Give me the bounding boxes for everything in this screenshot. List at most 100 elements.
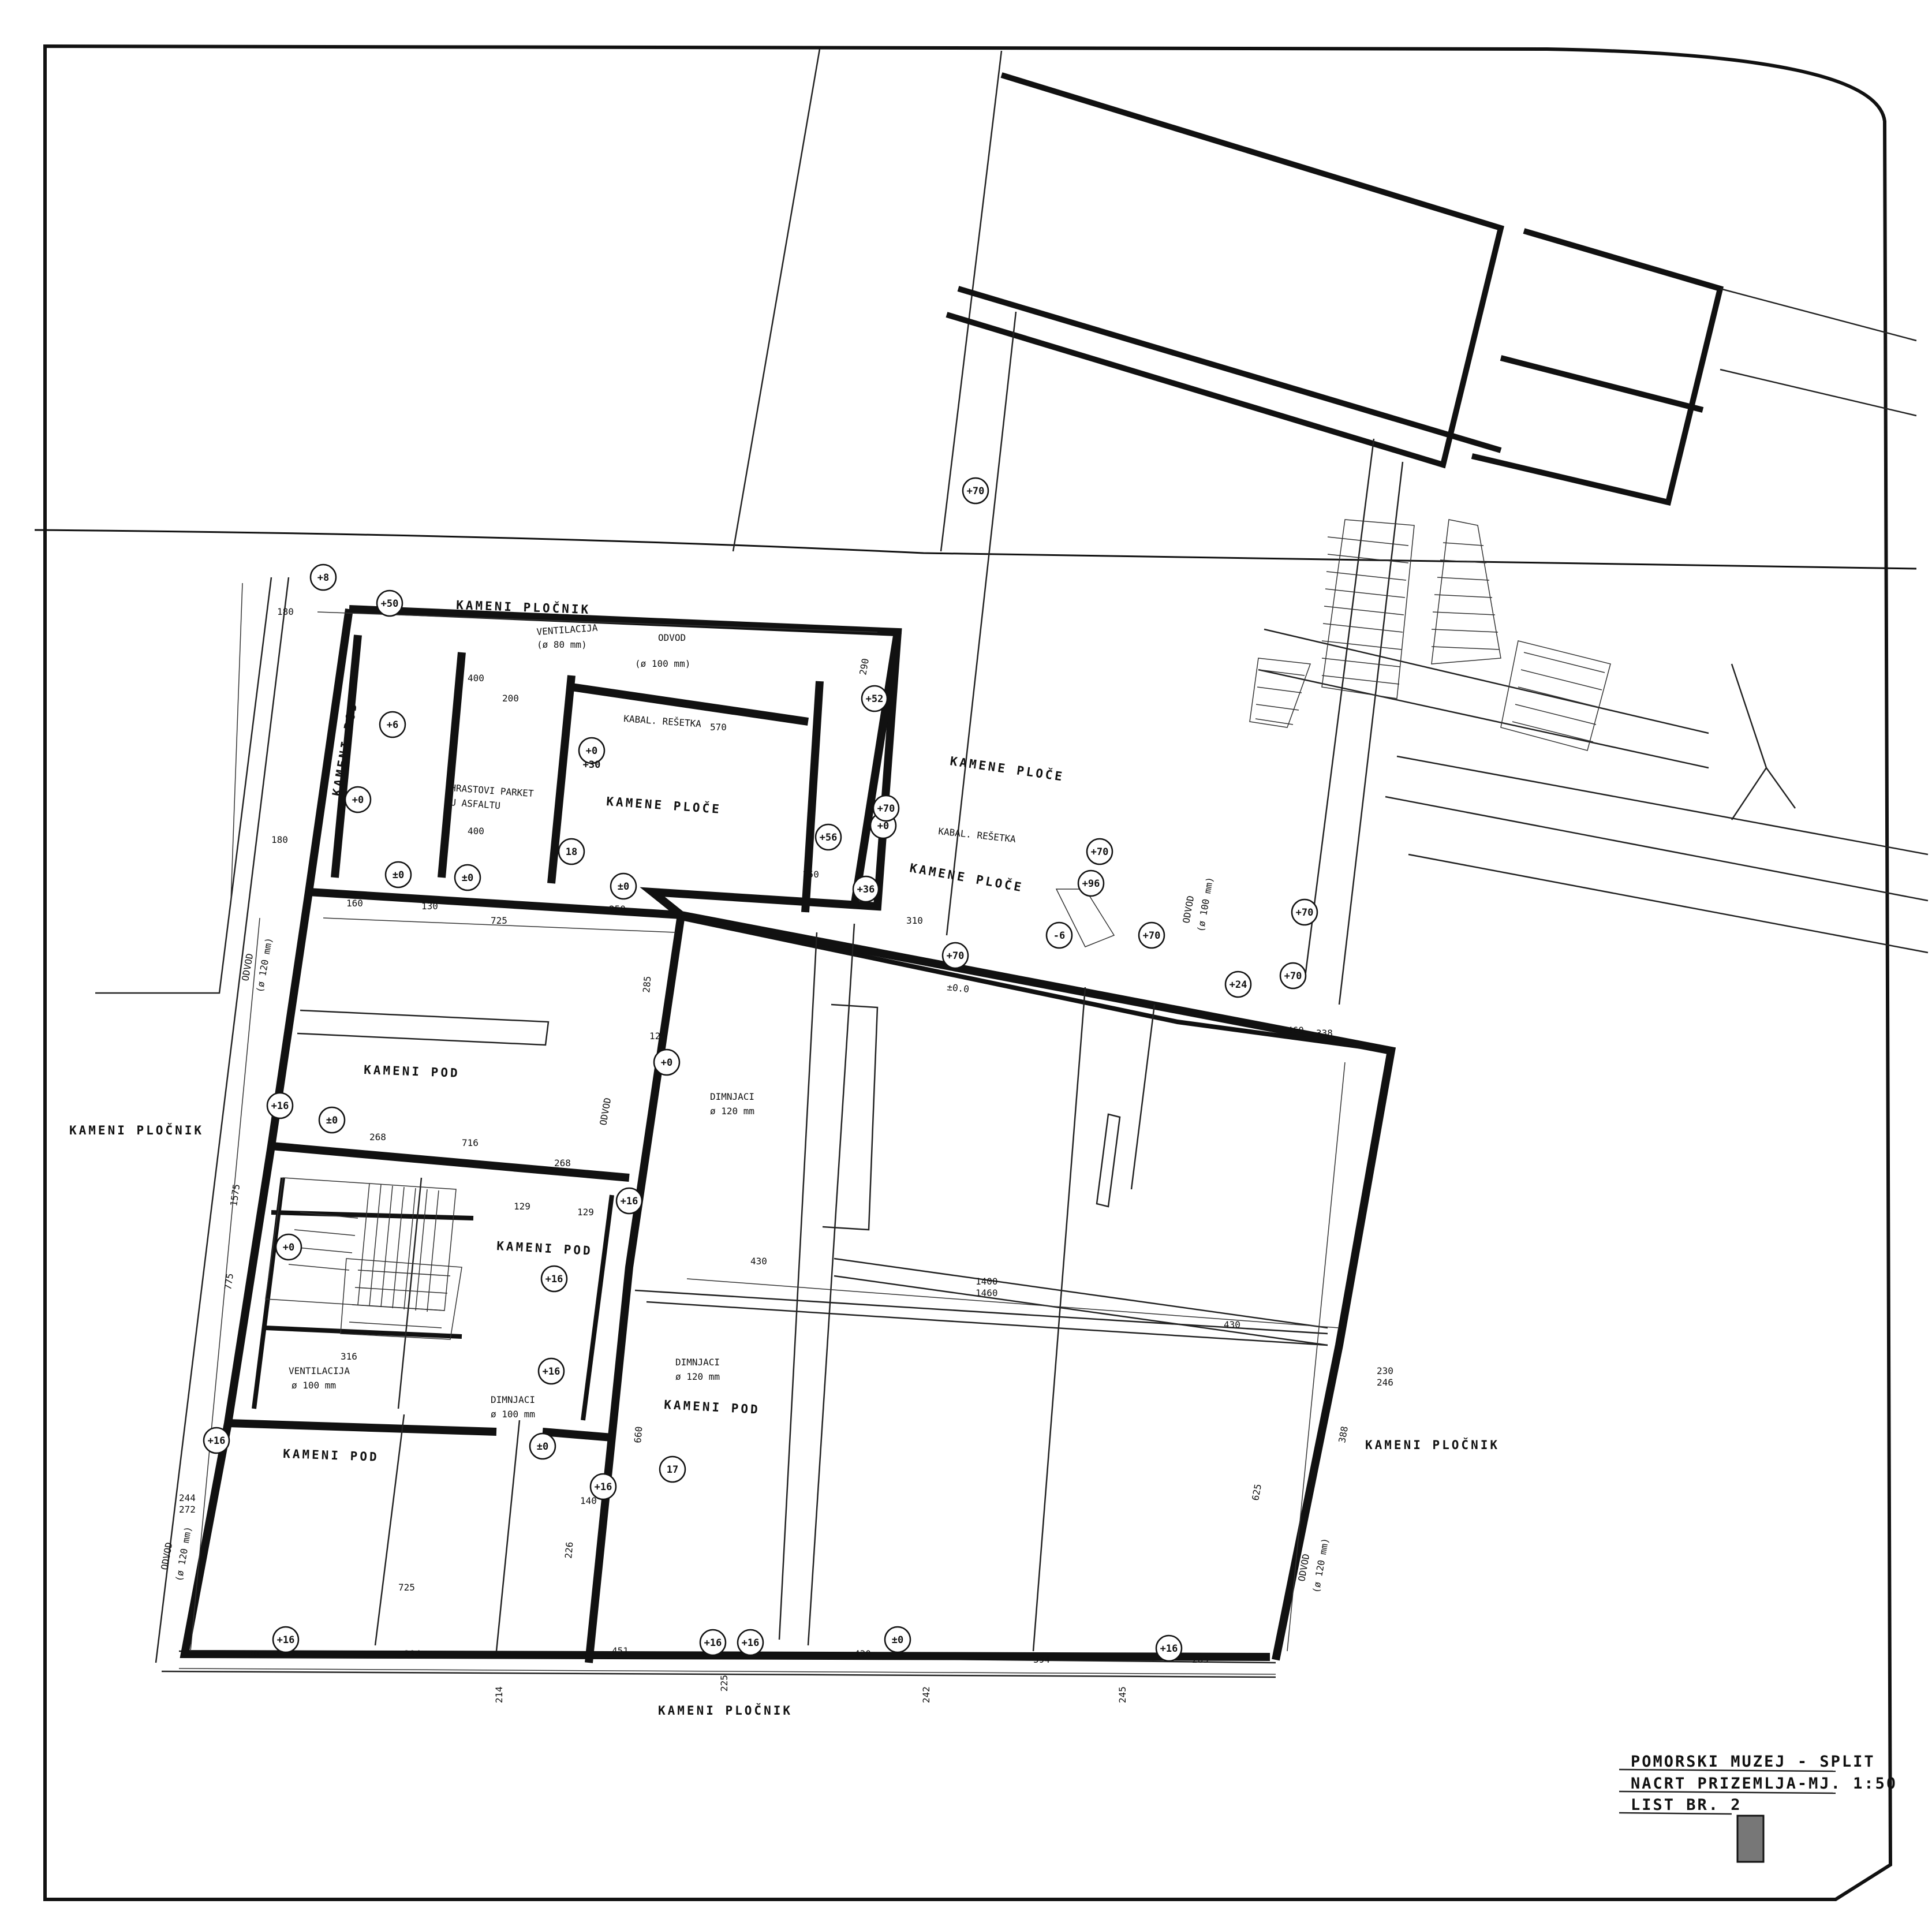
- svg-text:+70: +70: [1296, 907, 1314, 919]
- level-marker: +16: [540, 1265, 568, 1293]
- dim-180-b: 180: [271, 834, 288, 845]
- label-kameni-plocnik-bottom: KAMENI PLOČNIK: [658, 1703, 793, 1718]
- level-marker: 17: [659, 1455, 686, 1483]
- dim-268-a: 268: [369, 1132, 386, 1143]
- level-marker: +0: [578, 737, 606, 764]
- level-markers: +8 +0 ±0 ±0 ±0 +6 ±0 +0 18 +0 +0 -6 +16 …: [203, 477, 1318, 1662]
- neighbouring-buildings: [732, 48, 1929, 1005]
- svg-text:+0: +0: [586, 745, 597, 757]
- svg-text:+16: +16: [704, 1637, 722, 1649]
- dim-285: 285: [641, 976, 653, 993]
- level-marker: +6: [379, 711, 406, 738]
- level-marker: +16: [699, 1629, 727, 1656]
- level-marker: +70: [1086, 838, 1113, 865]
- dim-226: 226: [563, 1541, 575, 1559]
- level-marker: +0: [344, 786, 372, 813]
- dim-394-a: 394: [404, 1648, 421, 1659]
- dim-200: 200: [502, 693, 519, 704]
- level-marker: 18: [558, 838, 585, 865]
- dim-244: 244: [179, 1492, 196, 1503]
- level-marker: +16: [737, 1629, 764, 1656]
- svg-text:+36: +36: [857, 884, 875, 895]
- svg-text:+0: +0: [283, 1242, 294, 1253]
- svg-text:+70: +70: [967, 486, 985, 497]
- sheet-border: [34, 44, 1917, 1901]
- title-line-1: POMORSKI MUZEJ - SPLIT: [1631, 1753, 1875, 1771]
- dim-716: 716: [462, 1137, 479, 1148]
- svg-text:+0: +0: [661, 1057, 672, 1069]
- dimension-values: 725 725 130 160 430 430 430 1400 1460 39…: [179, 606, 1393, 1703]
- building-walls: [180, 605, 1396, 1663]
- label-odvod-top-dim: (ø 100 mm): [635, 658, 690, 669]
- level-marker: +96: [1077, 869, 1105, 897]
- svg-text:+70: +70: [1284, 970, 1302, 982]
- svg-text:+50: +50: [381, 598, 399, 610]
- dim-150: 150: [802, 869, 819, 880]
- label-kameni-plocnik-left: KAMENI PLOČNIK: [69, 1123, 204, 1137]
- dim-725-bottom: 725: [398, 1582, 415, 1593]
- level-marker: +50: [376, 589, 403, 617]
- svg-text:+96: +96: [1082, 878, 1100, 890]
- interior-stairs: [265, 889, 1115, 1340]
- label-ventilacija-top-dim: (ø 80 mm): [537, 639, 587, 650]
- dim-394-b: 394: [1033, 1654, 1050, 1665]
- dim-225: 225: [719, 1675, 730, 1692]
- dim-272: 272: [179, 1504, 196, 1515]
- dim-180-a: 180: [277, 606, 294, 617]
- svg-text:+16: +16: [545, 1274, 563, 1285]
- dim-310: 310: [906, 915, 923, 926]
- svg-text:+30: +30: [583, 759, 601, 771]
- label-odvod-top: ODVOD: [658, 632, 686, 643]
- level-marker: -6: [1045, 921, 1073, 949]
- level-marker: ±0: [610, 872, 637, 900]
- svg-text:+0: +0: [877, 820, 889, 832]
- svg-text:±0: ±0: [393, 869, 404, 881]
- level-marker: +16: [589, 1473, 617, 1500]
- svg-text:+70: +70: [877, 803, 895, 815]
- svg-text:+16: +16: [208, 1435, 226, 1447]
- level-marker: +24: [1224, 970, 1252, 998]
- dim-451: 451: [612, 1645, 629, 1656]
- dim-230: 230: [1377, 1365, 1393, 1376]
- label-dimnjaci-3-dim: ø 100 mm: [491, 1409, 535, 1420]
- svg-text:18: 18: [566, 846, 577, 858]
- svg-text:+8: +8: [317, 572, 329, 584]
- level-marker: +52: [861, 685, 888, 712]
- level-marker: +70: [962, 477, 989, 505]
- level-marker: ±0: [384, 861, 412, 889]
- svg-text:+70: +70: [1091, 846, 1109, 858]
- title-line-2: NACRT PRIZEMLJA-MJ. 1:50: [1631, 1775, 1897, 1793]
- title-block: POMORSKI MUZEJ - SPLIT NACRT PRIZEMLJA-M…: [1619, 1753, 1897, 1863]
- dim-160: 160: [346, 898, 363, 909]
- level-marker: +70: [872, 794, 900, 822]
- dim-725-top: 725: [491, 915, 507, 926]
- svg-text:±0: ±0: [537, 1441, 548, 1453]
- svg-text:+16: +16: [1160, 1643, 1178, 1655]
- level-marker: +16: [266, 1092, 294, 1119]
- label-ventilacija-mid-dim: ø 100 mm: [292, 1380, 336, 1391]
- dim-140: 140: [580, 1495, 597, 1506]
- svg-text:+16: +16: [271, 1100, 289, 1112]
- label-dimnjaci-2-dim: ø 120 mm: [675, 1371, 720, 1382]
- level-marker: +16: [537, 1357, 565, 1385]
- dim-660: 660: [632, 1426, 644, 1443]
- dim-430-b: 430: [1224, 1319, 1240, 1330]
- svg-text:-6: -6: [1053, 930, 1065, 942]
- level-marker: +16: [272, 1626, 300, 1653]
- level-marker: +16: [203, 1427, 230, 1454]
- dim-625: 625: [1250, 1483, 1264, 1502]
- dim-338: 338: [1316, 1028, 1333, 1039]
- level-marker: +56: [814, 823, 842, 851]
- dim-129-a: 129: [514, 1201, 530, 1212]
- dim-1460: 1460: [976, 1287, 998, 1298]
- svg-text:17: 17: [667, 1464, 678, 1476]
- level-marker: +70: [1138, 921, 1165, 949]
- svg-text:+56: +56: [820, 832, 838, 843]
- svg-text:+52: +52: [866, 693, 884, 705]
- title-line-3: LIST BR. 2: [1631, 1796, 1742, 1814]
- label-dimnjaci-1-dim: ø 120 mm: [710, 1106, 754, 1117]
- dim-270: 270: [242, 1648, 259, 1659]
- svg-text:±0: ±0: [326, 1115, 338, 1126]
- level-marker: +70: [941, 942, 969, 969]
